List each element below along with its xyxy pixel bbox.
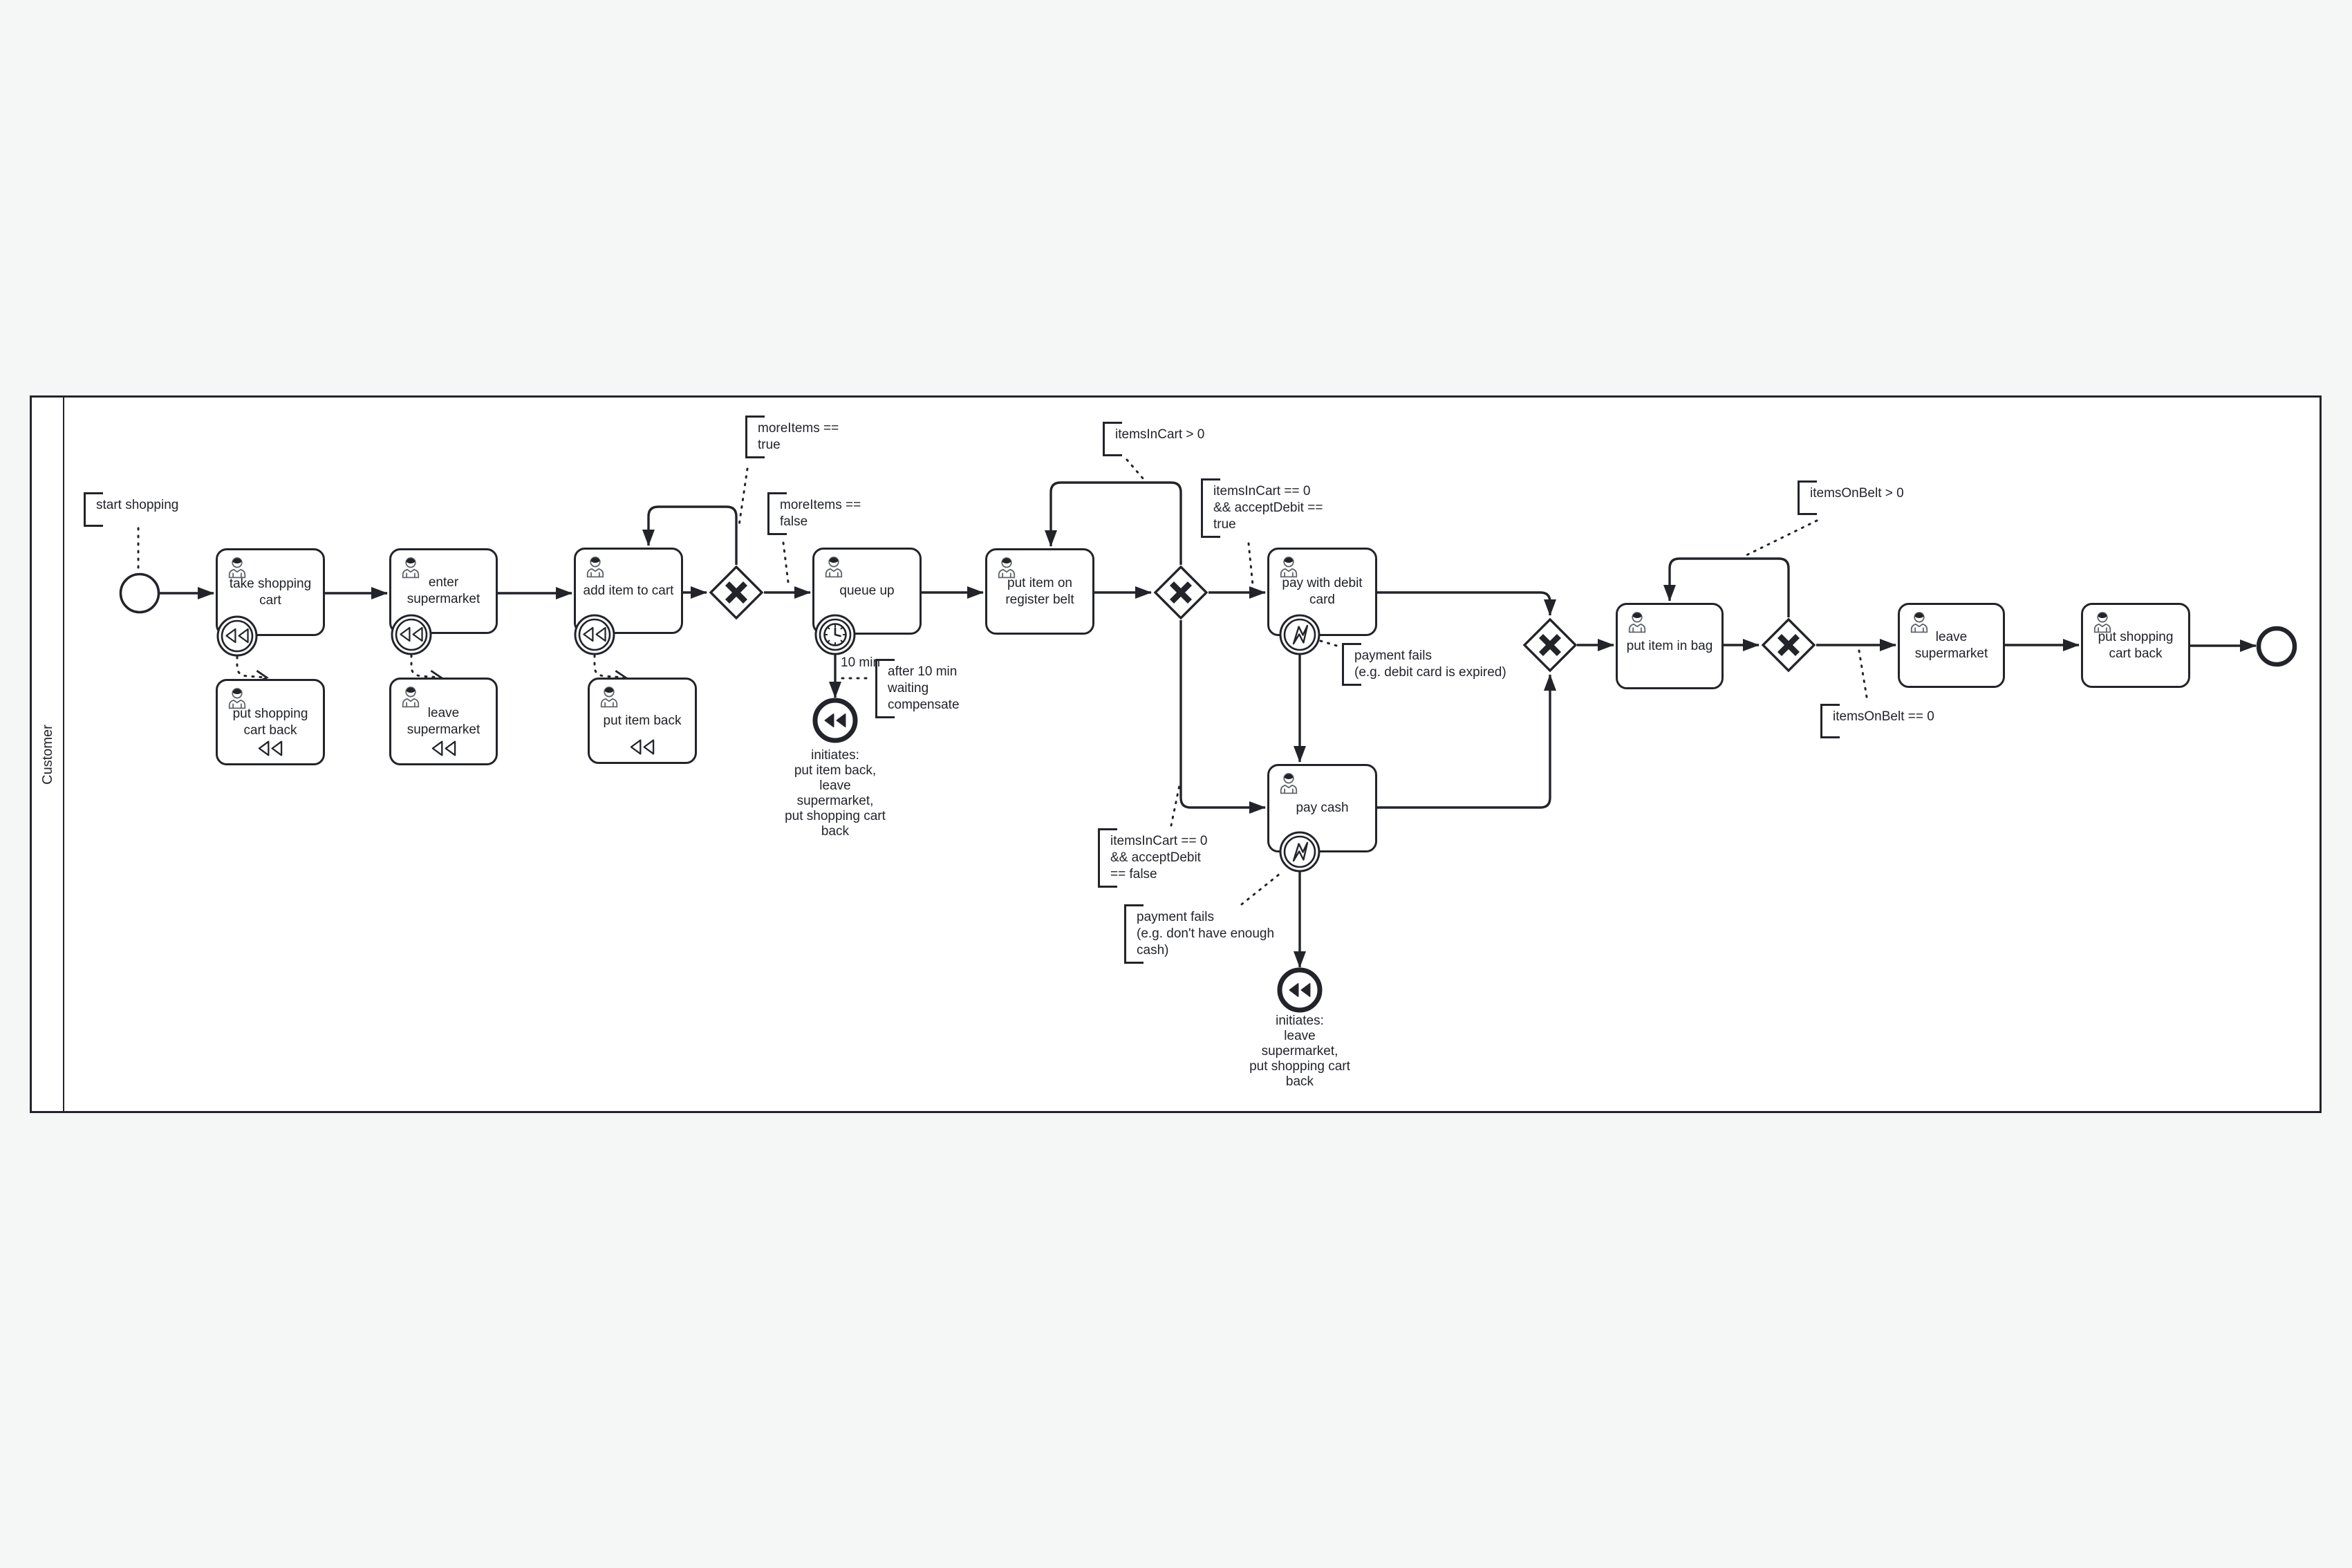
compensation-marker-icon [256,740,284,757]
task-label: pay cash [1296,801,1349,815]
task-put-item-in-bag[interactable]: put item in bag [1616,603,1724,689]
compensation-marker-icon [628,738,656,756]
xor-gateway-items-on-belt[interactable] [1761,617,1816,673]
user-icon [994,555,1019,580]
text-annotation[interactable]: moreItems == false [767,492,861,535]
task-label: leave supermarket [1914,629,1988,661]
compensation-marker-icon [430,740,458,757]
text-annotation[interactable]: itemsInCart > 0 [1103,422,1204,456]
xor-gateway-merge-payment[interactable] [1522,617,1578,673]
text-annotation[interactable]: payment fails (e.g. debit card is expire… [1342,643,1506,686]
text-annotation[interactable]: itemsInCart == 0 && acceptDebit == true [1201,478,1323,538]
task-put-shopping-cart-back[interactable]: put shopping cart back [2081,603,2190,688]
text-annotation[interactable]: itemsOnBelt > 0 [1798,480,1904,515]
text-annotation[interactable]: start shopping [84,492,178,527]
compensation-boundary-event[interactable] [215,614,259,658]
compensation-end-note: initiates: leave supermarket, put shoppi… [1249,1014,1350,1089]
compensation-boundary-event[interactable] [389,613,433,657]
timer-boundary-event[interactable] [813,613,857,657]
task-label: add item to cart [583,583,674,598]
user-icon [1276,554,1301,579]
task-label: put shopping cart back [2098,629,2174,661]
task-label: put item in bag [1626,638,1713,653]
lane-title-strip [32,398,64,1111]
task-leave-supermarket[interactable]: leave supermarket [1898,603,2005,688]
end-event[interactable] [2255,625,2298,668]
user-icon [1276,771,1301,796]
compensation-end-event[interactable] [1275,965,1325,1015]
task-label: enter supermarket [407,575,480,606]
compensation-end-event[interactable] [810,696,860,745]
timer-flow-label: 10 min [841,655,881,670]
text-annotation[interactable]: itemsOnBelt == 0 [1820,704,1934,738]
xor-gateway-items-in-cart[interactable] [1153,565,1208,620]
task-comp-leave-supermarket[interactable]: leave supermarket [389,678,498,765]
task-label: put item back [603,713,682,728]
user-icon [1907,610,1932,635]
user-icon [597,684,622,709]
user-icon [1625,610,1650,635]
task-label: put item on register belt [1005,575,1074,607]
task-label: put shopping cart back [232,706,308,738]
compensation-boundary-event[interactable] [572,613,617,657]
text-annotation[interactable]: moreItems == true [745,416,839,458]
user-icon [398,684,423,709]
user-icon [821,554,846,579]
xor-gateway-more-items[interactable] [709,565,764,620]
task-label: pay with debit card [1282,576,1363,607]
start-event[interactable] [118,572,161,615]
task-comp-put-shopping-cart-back[interactable]: put shopping cart back [216,679,325,765]
task-add-item-to-cart[interactable]: add item to cart [574,548,683,634]
task-label: take shopping cart [229,576,312,608]
user-icon [225,555,250,580]
task-label: leave supermarket [407,705,480,737]
text-annotation[interactable]: payment fails (e.g. don't have enough ca… [1124,904,1274,964]
user-icon [225,686,250,711]
task-put-item-on-register-belt[interactable]: put item on register belt [985,548,1094,635]
user-icon [2090,610,2115,635]
text-annotation[interactable]: itemsInCart == 0 && acceptDebit == false [1098,828,1207,888]
task-label: queue up [839,584,895,598]
text-annotation[interactable]: after 10 min waiting compensate [875,659,960,718]
compensation-end-note: initiates: put item back, leave supermar… [785,748,886,839]
error-boundary-event[interactable] [1278,830,1322,874]
task-comp-put-item-back[interactable]: put item back [588,678,697,764]
error-boundary-event[interactable] [1278,613,1322,657]
user-icon [583,554,608,579]
task-pay-with-debit-card[interactable]: pay with debit card [1267,548,1377,636]
user-icon [398,555,423,580]
